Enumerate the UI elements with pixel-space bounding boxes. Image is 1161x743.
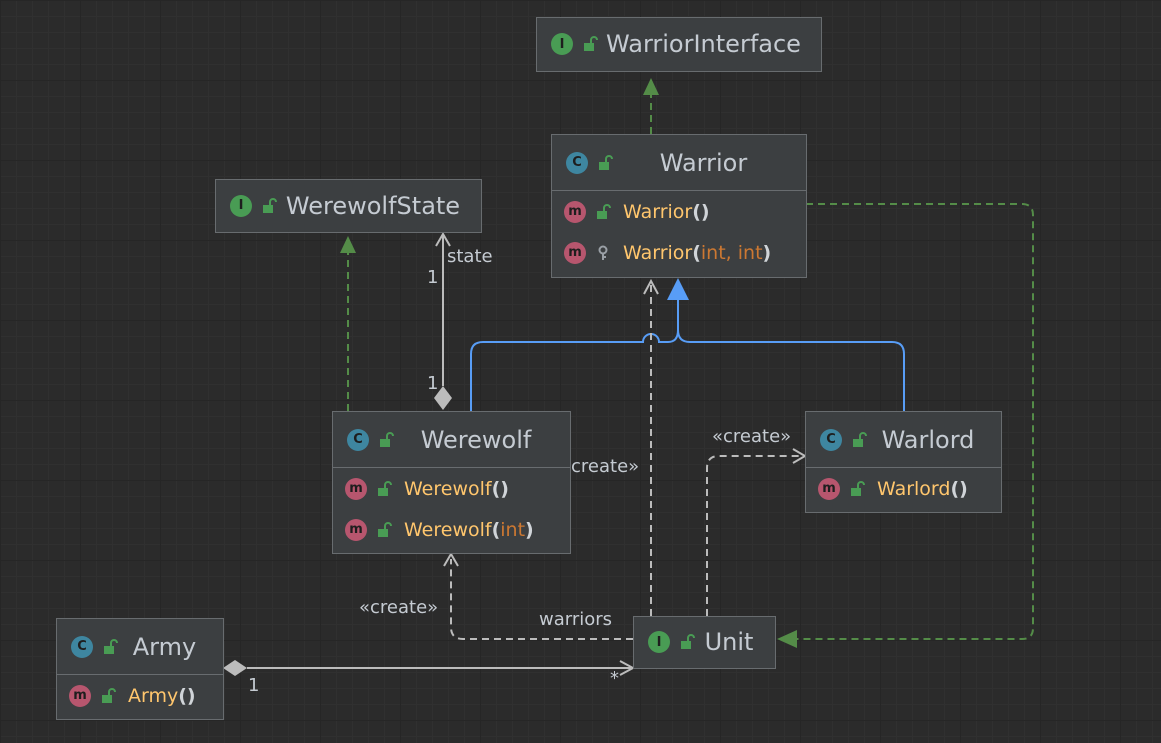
method-name: Warrior [623, 200, 693, 223]
node-title: WerewolfState [285, 191, 461, 220]
node-army[interactable]: C Army m Army() [56, 618, 224, 720]
method-params: int, int [700, 241, 763, 264]
method-name: Army [128, 684, 179, 707]
method-icon: m [818, 477, 840, 500]
army-multiplicity: 1 [248, 675, 260, 696]
node-warlord[interactable]: C Warlord m Warlord() [805, 411, 1002, 513]
inheritance-werewolf-to-warrior [470, 300, 679, 411]
dependency-create-werewolf [450, 559, 633, 640]
state-multiplicity-source: 1 [427, 373, 439, 394]
association-arrowhead [435, 232, 451, 247]
method-name: Werewolf [404, 477, 492, 500]
interface-icon: I [551, 33, 573, 55]
node-title: Warlord [881, 425, 975, 454]
method-open-paren: ( [491, 477, 501, 500]
method-icon: m [69, 684, 91, 707]
method-close-paren: ) [186, 684, 196, 707]
node-unit[interactable]: I Unit [633, 616, 776, 669]
method-close-paren: ) [959, 477, 968, 500]
state-label: state [447, 246, 493, 267]
method-close-paren: ) [525, 518, 534, 541]
node-title: Werewolf [420, 425, 532, 454]
public-visibility-icon [584, 36, 598, 51]
method-signature: Warrior(int, int) [623, 242, 771, 264]
node-werewolfstate[interactable]: I WerewolfState [215, 179, 482, 233]
public-visibility-icon [681, 634, 695, 649]
method-signature: Werewolf() [404, 478, 509, 500]
node-warriorinterface[interactable]: I WarriorInterface [536, 17, 822, 72]
unit-multiplicity: * [610, 668, 619, 689]
composition-diamond [434, 386, 452, 410]
method-row[interactable]: m Army() [57, 675, 223, 716]
method-name: Warrior [623, 241, 693, 264]
public-visibility-icon [853, 431, 867, 447]
dependency-arrowhead [443, 552, 459, 567]
method-icon: m [564, 200, 586, 223]
inheritance-warlord-to-warrior [677, 329, 905, 411]
create-warrior-label: «create» [560, 456, 640, 477]
realization-warrior-to-unit [797, 203, 1034, 640]
interface-icon: I [648, 631, 670, 653]
package-private-key-icon [598, 245, 608, 260]
method-open-paren: ( [692, 241, 701, 264]
method-name: Warlord [877, 477, 951, 500]
method-close-paren: ) [762, 241, 772, 264]
public-visibility-icon [378, 521, 392, 537]
method-row[interactable]: m Werewolf(int) [333, 509, 570, 550]
dependency-arrowhead [643, 278, 659, 295]
state-multiplicity-target: 1 [427, 267, 439, 288]
public-visibility-icon [380, 431, 394, 447]
method-row[interactable]: m Warrior() [552, 191, 806, 232]
method-row[interactable]: m Werewolf() [333, 468, 570, 509]
node-title: Unit [704, 628, 754, 656]
node-werewolf[interactable]: C Werewolf m Werewolf() m Werewolf(int) [332, 411, 571, 554]
method-signature: Warlord() [877, 478, 968, 500]
method-open-paren: ( [491, 518, 501, 541]
class-icon: C [820, 428, 842, 451]
create-warlord-label: «create» [712, 426, 792, 447]
public-visibility-icon [102, 687, 116, 703]
public-visibility-icon [851, 480, 865, 496]
method-open-paren: ( [178, 684, 187, 707]
method-signature: Warrior() [623, 201, 710, 223]
method-close-paren: ) [500, 477, 509, 500]
inheritance-arrowhead [667, 278, 689, 300]
node-warrior[interactable]: C Warrior m Warrior() m Warrior(int, int… [551, 134, 807, 278]
class-icon: C [71, 635, 93, 658]
class-icon: C [347, 428, 369, 451]
public-visibility-icon [597, 203, 611, 219]
node-title: Warrior [659, 148, 748, 177]
public-visibility-icon [263, 197, 277, 213]
aggregation-diamond [223, 660, 247, 676]
method-icon: m [345, 518, 367, 541]
public-visibility-icon [378, 480, 392, 496]
node-title: WarriorInterface [606, 30, 801, 58]
node-title: Army [132, 632, 197, 661]
method-close-paren: ) [700, 200, 710, 223]
public-visibility-icon [104, 638, 118, 654]
realization-arrowhead [340, 236, 356, 253]
method-params: int [500, 518, 526, 541]
method-signature: Army() [128, 685, 196, 707]
dependency-create-warlord [706, 455, 800, 616]
method-open-paren: ( [950, 477, 960, 500]
public-visibility-icon [599, 154, 613, 170]
create-werewolf-label: «create» [359, 597, 439, 618]
method-name: Werewolf [404, 518, 492, 541]
realization-arrowhead [643, 78, 659, 95]
realization-arrowhead [777, 630, 797, 648]
method-icon: m [345, 477, 367, 500]
interface-icon: I [230, 194, 252, 217]
warriors-label: warriors [539, 609, 613, 630]
class-icon: C [566, 151, 588, 174]
method-signature: Werewolf(int) [404, 519, 534, 541]
method-row[interactable]: m Warrior(int, int) [552, 232, 806, 273]
method-icon: m [564, 241, 586, 264]
method-row[interactable]: m Warlord() [806, 468, 1001, 509]
method-open-paren: ( [692, 200, 701, 223]
